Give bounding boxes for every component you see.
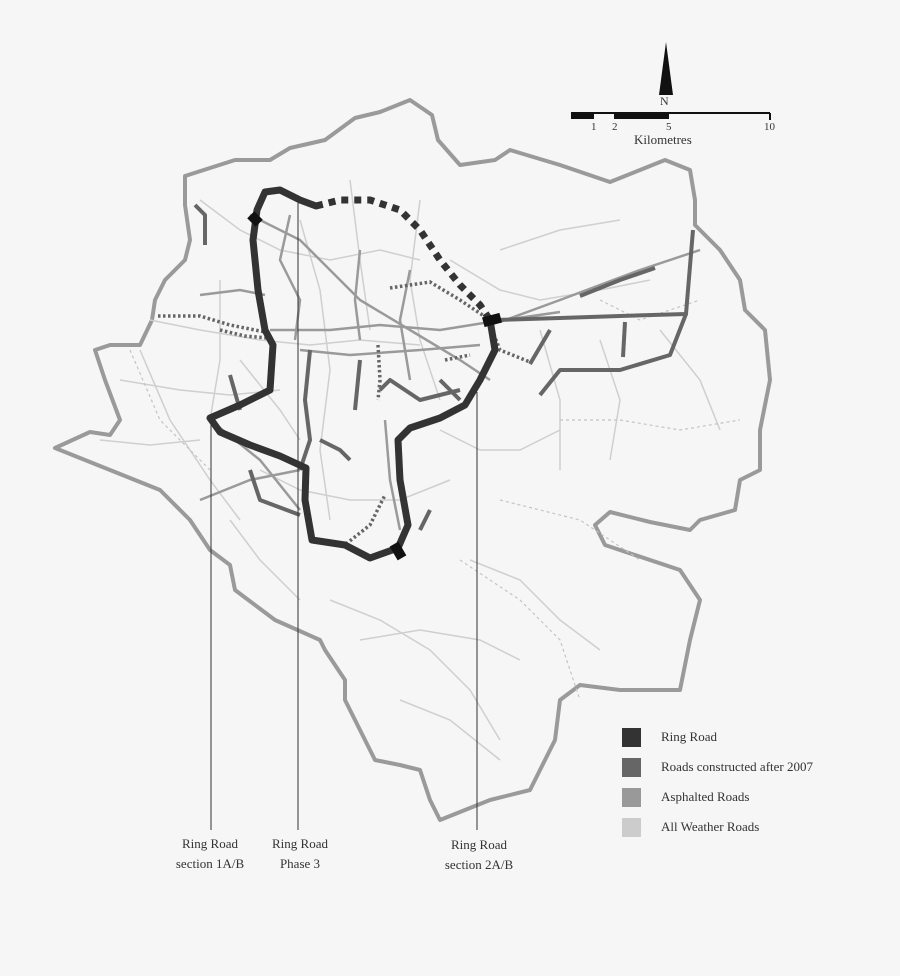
callout-line2: Phase 3 [279,856,321,871]
ring-road [206,186,499,562]
legend-swatch [622,817,641,837]
north-label: N [660,94,669,108]
legend-swatch [622,787,641,807]
legend-item-asphalted: Asphalted Roads [622,782,813,812]
scale-tick-5: 5 [666,121,672,133]
callout-line1: Ring Road [451,837,507,852]
legend-swatch [622,727,641,747]
callout-line1: Ring Road [182,836,238,851]
legend-item-all-weather: All Weather Roads [622,812,813,842]
callout-line1: Ring Road [272,836,328,851]
legend-label: Ring Road [661,729,717,744]
callout-line2: section 1A/B [175,856,245,871]
scale-unit-label: Kilometres [634,132,692,147]
callout-line2: section 2A/B [444,857,514,872]
scale-tick-1: 1 [591,121,597,133]
legend-item-ring-road: Ring Road [622,722,813,752]
callout-section-2ab: Ring Road section 2A/B [419,835,539,875]
legend-label: All Weather Roads [661,819,760,834]
new-roads [193,203,695,531]
legend-item-new-roads: Roads constructed after 2007 [622,752,813,782]
callout-section-1ab: Ring Road section 1A/B [150,834,270,874]
asphalted-roads [199,213,701,531]
legend-label: Roads constructed after 2007 [661,759,813,774]
callout-lines [210,203,478,830]
legend: Ring Road Roads constructed after 2007 A… [622,722,813,842]
scale-bar [571,112,771,120]
ring-road-planned [315,196,493,322]
north-arrow-icon [659,42,673,95]
callout-phase-3: Ring Road Phase 3 [240,834,360,874]
legend-label: Asphalted Roads [661,789,750,804]
all-weather-roads [99,179,721,761]
dotted-tracks [129,299,741,701]
ring-road-markers [247,211,502,561]
planned-roads-dotted [158,280,531,546]
scale-tick-2: 2 [612,121,618,133]
legend-swatch [622,757,641,777]
scale-tick-10: 10 [764,121,775,133]
city-boundary [53,98,772,822]
